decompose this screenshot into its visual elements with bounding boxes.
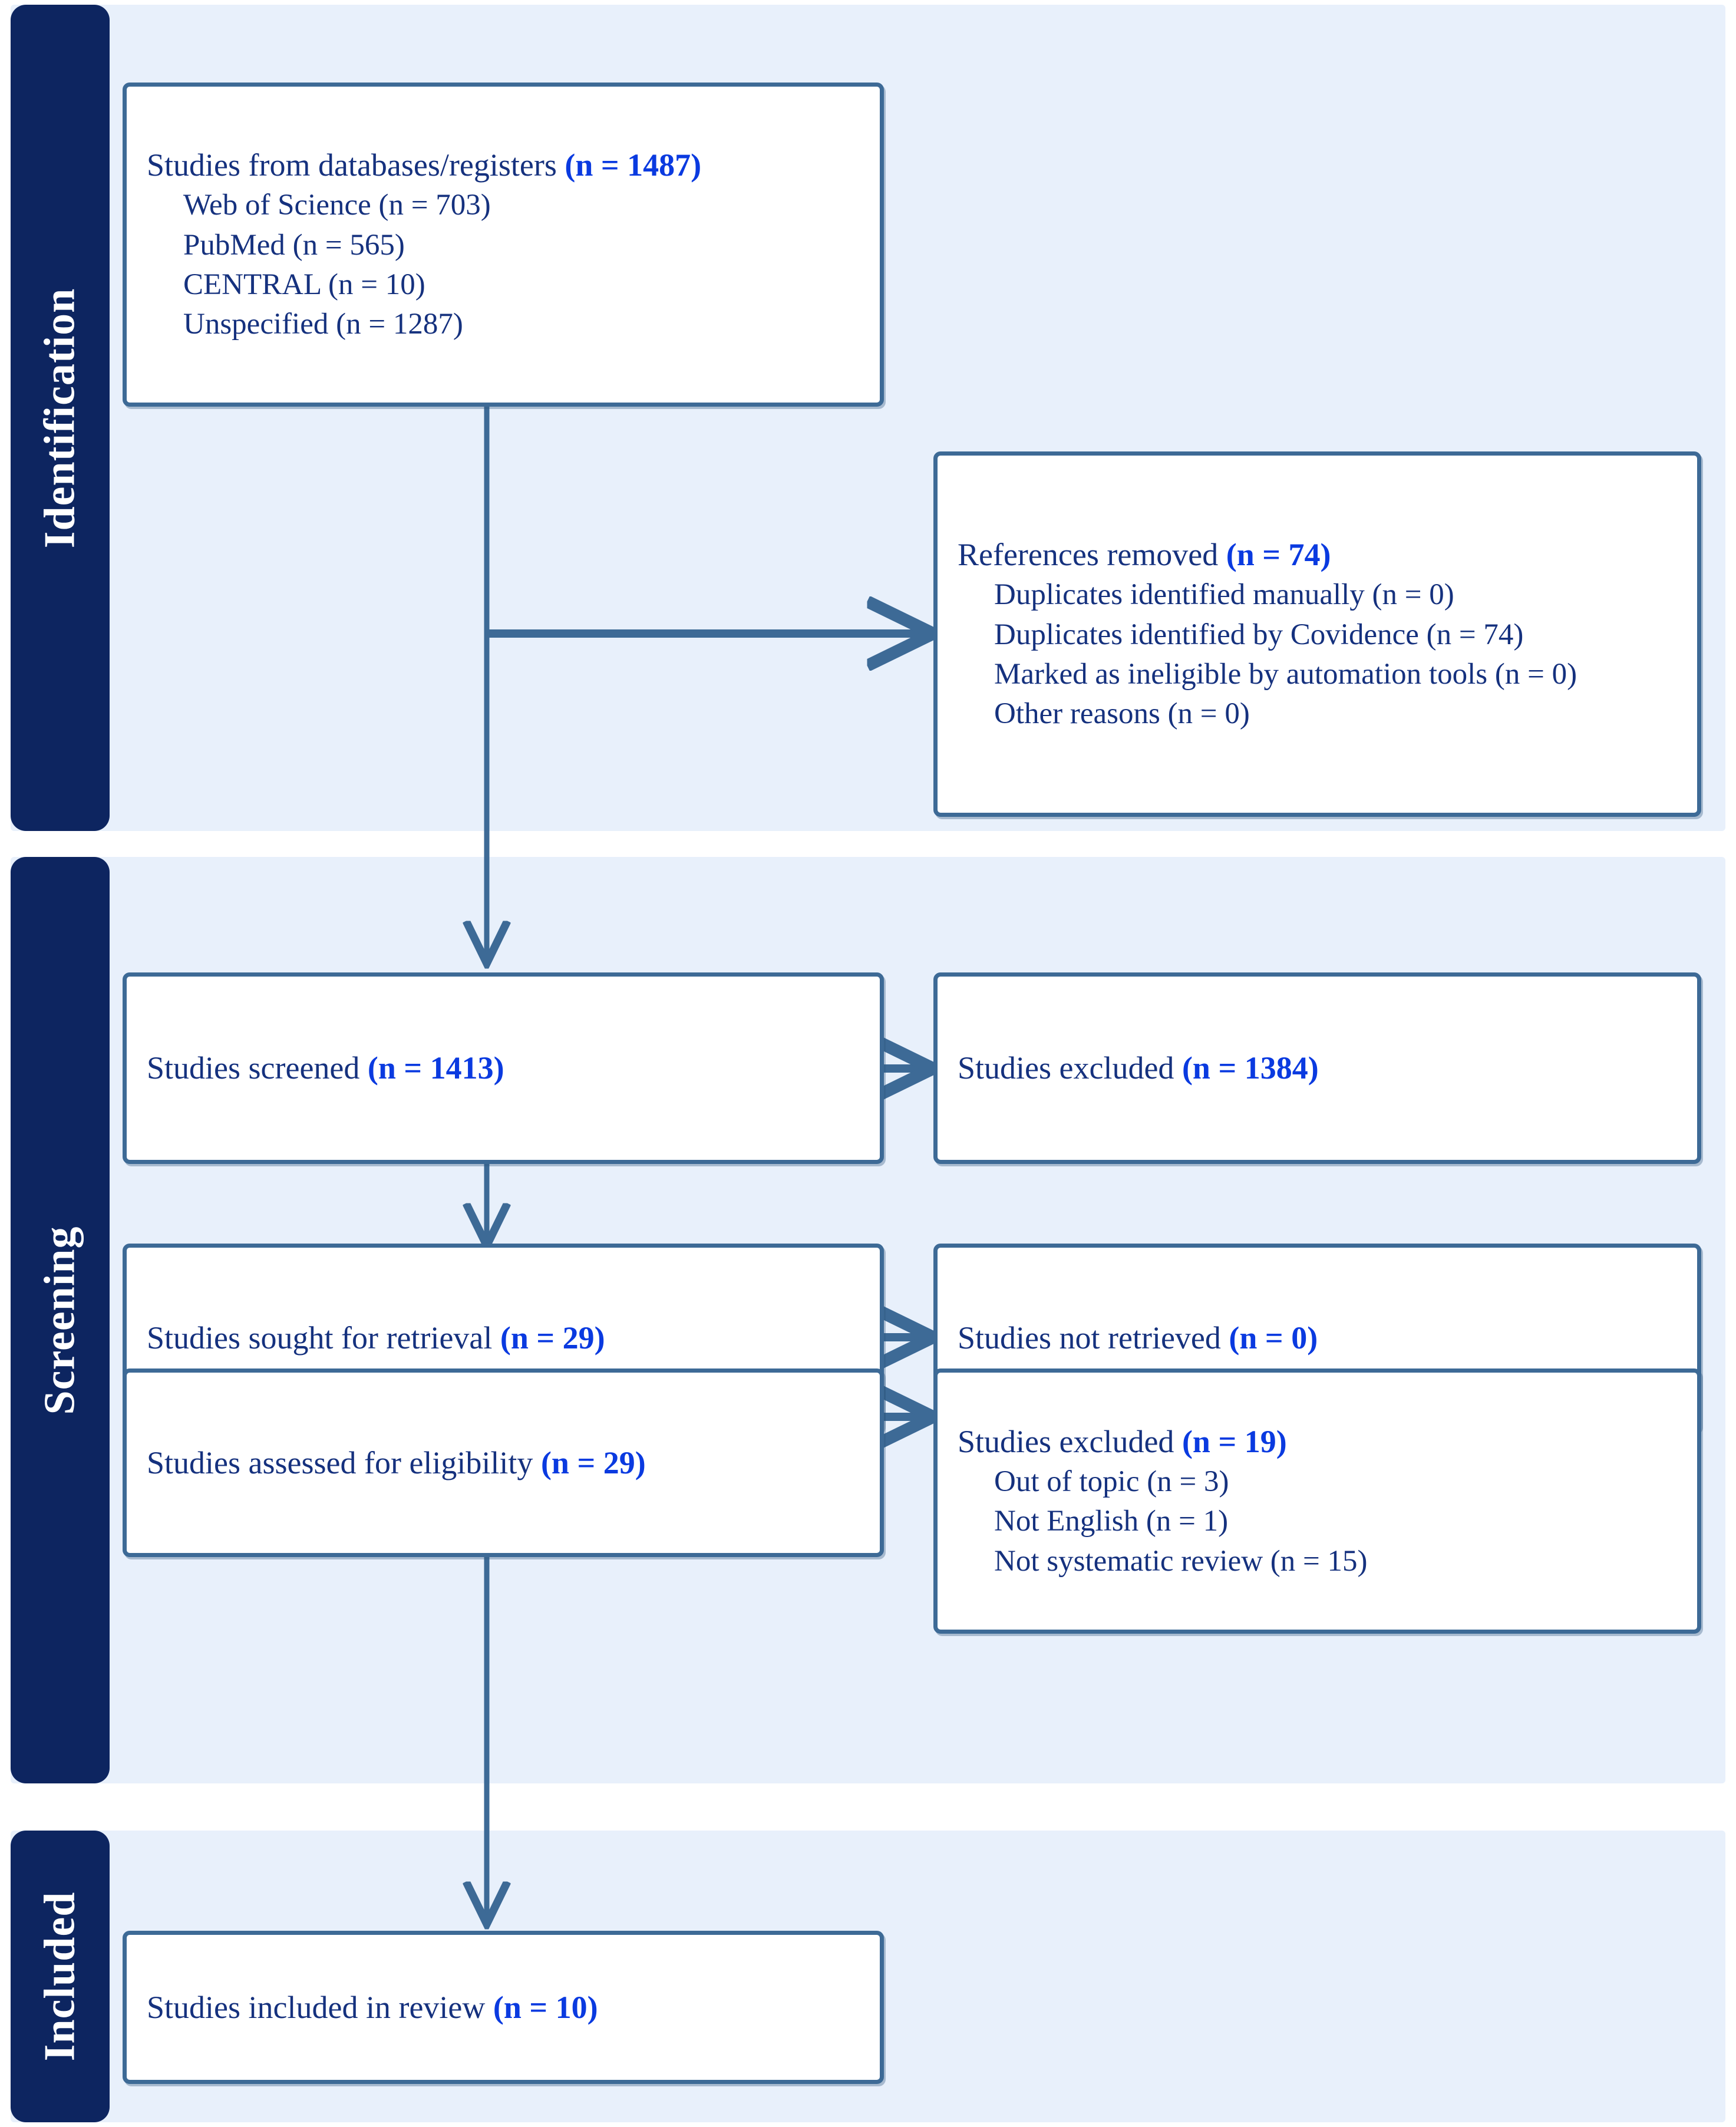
node-studies-excluded-eligibility-subline-not-english: Not English (n = 1) [994,1505,1229,1538]
node-studies-not-retrieved-header-text: Studies not retrieved [958,1320,1229,1356]
node-studies-excluded-eligibility-lines: Studies excluded (n = 19) Out of topic (… [938,1421,1697,1581]
node-studies-screened-header: Studies screened (n = 1413) [147,1047,860,1089]
node-studies-included-in-review[interactable]: Studies included in review (n = 10) [123,1931,884,2084]
node-databases-lines: Studies from databases/registers (n = 14… [127,144,880,344]
node-studies-excluded-eligibility[interactable]: Studies excluded (n = 19) Out of topic (… [933,1368,1701,1634]
node-references-removed-header-text: References removed [958,537,1226,573]
node-studies-excluded-eligibility-header: Studies excluded (n = 19) [958,1421,1677,1462]
node-studies-sought-header-text: Studies sought for retrieval [147,1320,500,1356]
node-studies-not-retrieved-lines: Studies not retrieved (n = 0) [938,1317,1697,1358]
node-studies-excluded-screening-header: Studies excluded (n = 1384) [958,1047,1677,1089]
node-studies-sought-header-count: (n = 29) [500,1320,605,1356]
node-databases-subline-unspecified: Unspecified (n = 1287) [183,308,463,341]
node-studies-excluded-screening-header-count: (n = 1384) [1181,1050,1319,1086]
node-references-removed-subline-ineligible-automation: Marked as ineligible by automation tools… [994,658,1577,691]
node-databases-header-count: (n = 1487) [565,147,702,183]
node-studies-excluded-screening-header-text: Studies excluded [958,1050,1182,1086]
node-studies-not-retrieved-header-count: (n = 0) [1229,1320,1318,1356]
node-references-removed-subline-other-reasons: Other reasons (n = 0) [994,697,1250,731]
node-studies-excluded-eligibility-header-text: Studies excluded [958,1423,1182,1459]
node-studies-excluded-screening[interactable]: Studies excluded (n = 1384) [933,972,1701,1164]
node-references-removed-subline-duplicates-manual: Duplicates identified manually (n = 0) [994,578,1454,612]
node-references-removed-header-count: (n = 74) [1226,537,1331,573]
node-studies-assessed-lines: Studies assessed for eligibility (n = 29… [127,1442,880,1483]
phase-tab-screening: Screening [11,857,110,1783]
node-studies-assessed-header-count: (n = 29) [540,1445,646,1480]
node-studies-screened-header-text: Studies screened [147,1050,368,1086]
node-databases-header-text: Studies from databases/registers [147,147,565,183]
node-references-removed-lines: References removed (n = 74) Duplicates i… [938,534,1697,734]
node-studies-screened-lines: Studies screened (n = 1413) [127,1047,880,1089]
node-studies-assessed-header: Studies assessed for eligibility (n = 29… [147,1442,860,1483]
node-studies-included-lines: Studies included in review (n = 10) [127,1987,880,2028]
node-databases-subline-central: CENTRAL (n = 10) [183,268,425,302]
node-references-removed[interactable]: References removed (n = 74) Duplicates i… [933,451,1701,817]
node-databases-header: Studies from databases/registers (n = 14… [147,144,860,186]
node-databases-subline-web-of-science: Web of Science (n = 703) [183,189,491,222]
node-studies-sought-lines: Studies sought for retrieval (n = 29) [127,1317,880,1358]
node-studies-sought-header: Studies sought for retrieval (n = 29) [147,1317,860,1358]
node-databases-subline-pubmed: PubMed (n = 565) [183,228,405,262]
phase-tab-identification: Identification [11,5,110,831]
node-studies-included-header-count: (n = 10) [493,1989,598,2025]
node-studies-excluded-eligibility-header-count: (n = 19) [1181,1423,1287,1459]
node-studies-assessed-for-eligibility[interactable]: Studies assessed for eligibility (n = 29… [123,1368,884,1557]
node-references-removed-header: References removed (n = 74) [958,534,1677,575]
node-references-removed-subline-duplicates-covidence: Duplicates identified by Covidence (n = … [994,618,1524,651]
node-studies-screened[interactable]: Studies screened (n = 1413) [123,972,884,1164]
phase-tab-included: Included [11,1831,110,2122]
node-databases-registers[interactable]: Studies from databases/registers (n = 14… [123,83,884,407]
node-studies-excluded-eligibility-subline-not-systematic-review: Not systematic review (n = 15) [994,1544,1368,1578]
node-studies-not-retrieved-header: Studies not retrieved (n = 0) [958,1317,1677,1358]
node-studies-included-header-text: Studies included in review [147,1989,493,2025]
node-studies-screened-header-count: (n = 1413) [367,1050,504,1086]
node-studies-excluded-screening-lines: Studies excluded (n = 1384) [938,1047,1697,1089]
node-studies-excluded-eligibility-subline-out-of-topic: Out of topic (n = 3) [994,1465,1229,1499]
node-studies-included-header: Studies included in review (n = 10) [147,1987,860,2028]
node-studies-assessed-header-text: Studies assessed for eligibility [147,1445,541,1480]
